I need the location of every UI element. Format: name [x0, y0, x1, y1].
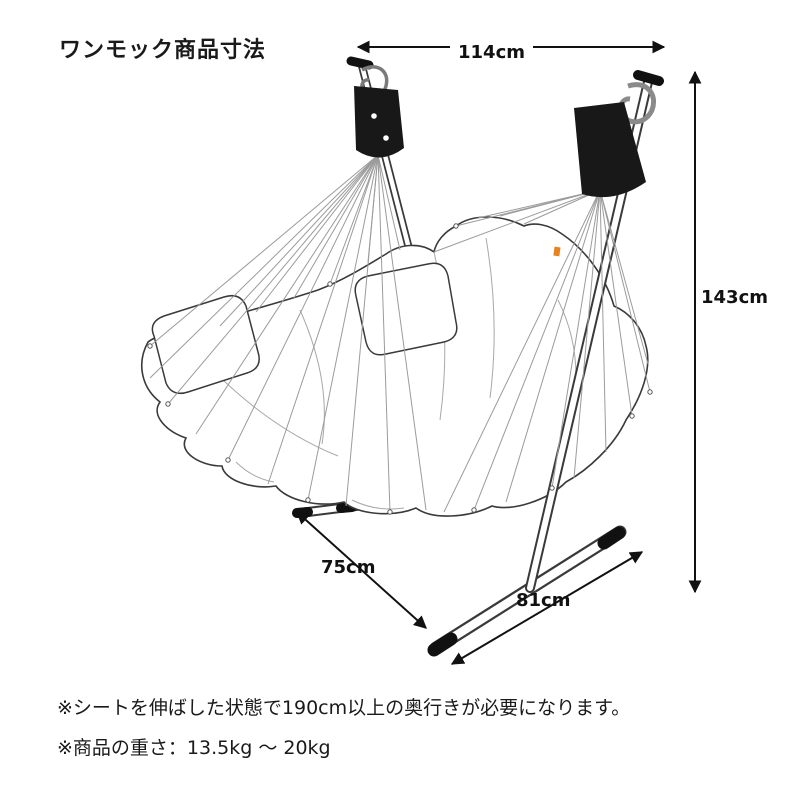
footnotes: ※シートを伸ばした状態で190cm以上の奥行きが必要になります。 ※商品の重さ：…: [57, 688, 630, 768]
hammock-pillow-left: [151, 294, 260, 395]
base-arrow: [450, 551, 644, 665]
depth-arrow: [296, 511, 427, 629]
hammock-cushion-middle: [354, 262, 458, 356]
dimension-label-depth: 75cm: [321, 557, 376, 578]
dimension-label-width: 114cm: [450, 42, 533, 63]
hammock-fabric: [140, 216, 649, 517]
string-loops: [147, 223, 653, 515]
note-product-weight: ※商品の重さ：13.5kg ～ 20kg: [57, 737, 331, 759]
dimension-label-height: 143cm: [701, 287, 768, 308]
hammock-strings: [149, 154, 651, 513]
dimension-label-base: 81cm: [516, 590, 571, 611]
page-title: ワンモック商品寸法: [59, 38, 267, 63]
dimension-arrows: [296, 40, 702, 665]
brand-tag: [553, 246, 561, 257]
hammock-gathers: [354, 86, 646, 198]
note-depth-requirement: ※シートを伸ばした状態で190cm以上の奥行きが必要になります。: [57, 697, 631, 719]
